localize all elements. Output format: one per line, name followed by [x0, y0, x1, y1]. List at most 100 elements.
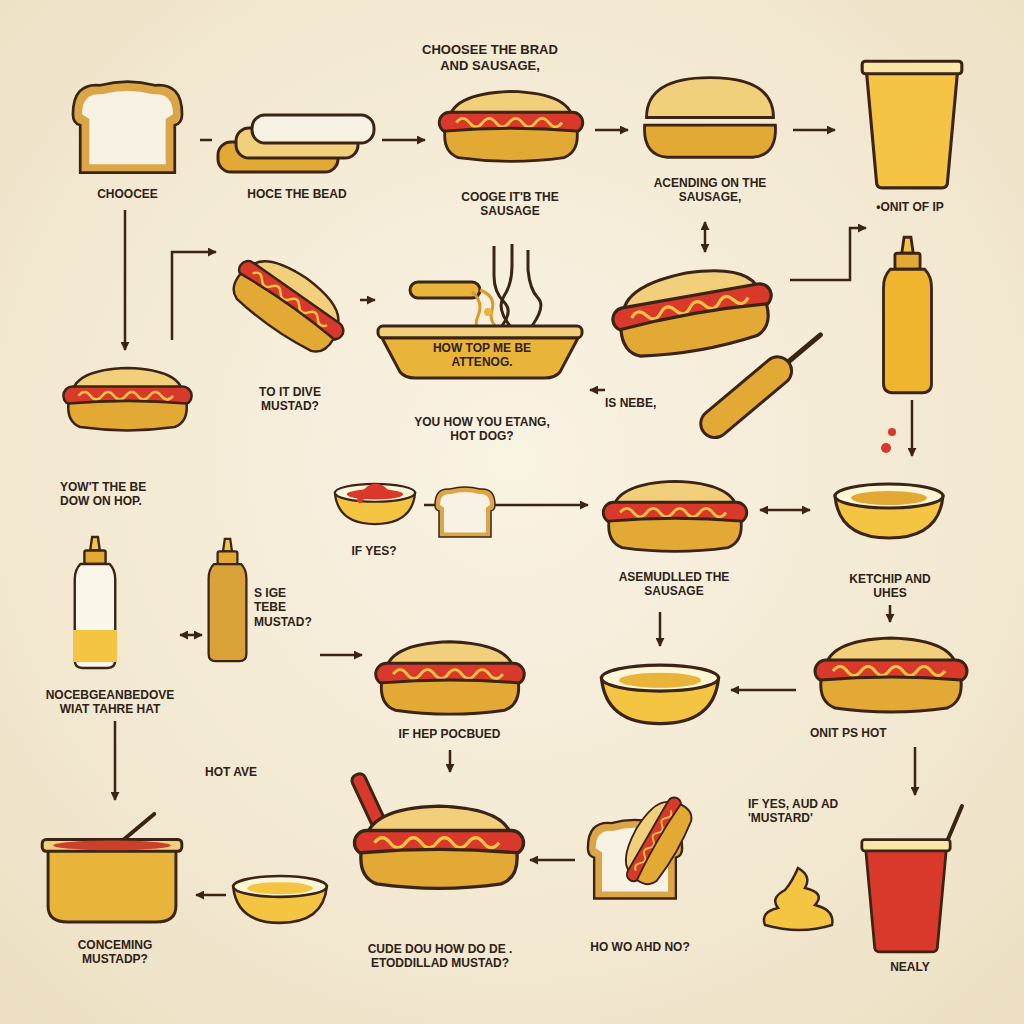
noodle: [528, 250, 541, 326]
illustration-node: S IGE TEBE MUSTAD?: [202, 528, 320, 675]
noodle-pot: [378, 244, 582, 378]
illustration-node: ASEMUDLLED THE SAUSAGE: [588, 465, 760, 605]
hot-dog: [63, 368, 191, 430]
leader-arrow: [172, 252, 216, 340]
hot-dog: [607, 259, 779, 364]
flow-arrow: [595, 129, 628, 132]
noodle: [472, 292, 486, 330]
leader-arrow: [911, 400, 914, 456]
corn-dog: [695, 324, 829, 443]
illustration-node: HOW TOP ME BE ATTENOG. YOU HOW YOU ETANG,…: [375, 235, 590, 450]
caption-text: KETCHIP AND UHES: [840, 572, 940, 601]
illustration-node: COOGE IT'B THE SAUSAGE: [425, 80, 595, 225]
caption-text: HO WO AHD NO?: [575, 940, 705, 954]
caption-text: IF HEP POCBUED: [362, 727, 537, 741]
flow-arrow: [360, 299, 375, 302]
hot-dog: [439, 91, 583, 161]
caption-text: ONIT PS HOT: [810, 726, 930, 740]
illustration-node: KETCHIP AND UHES: [810, 465, 970, 605]
caption-text: NEALY: [855, 960, 965, 974]
flow-arrow: [590, 389, 605, 392]
mustard-swirl: [764, 868, 832, 930]
caption-text: ACENDING ON THE SAUSAGE,: [650, 176, 770, 205]
mustard-bowl: [233, 876, 327, 923]
leader-arrow: [790, 228, 866, 280]
hot-dog: [376, 642, 525, 714]
noodle: [494, 246, 508, 328]
caption-text: IS NEBE,: [605, 396, 675, 410]
flow-arrow: [889, 605, 892, 622]
flow-arrow: [320, 654, 362, 657]
flow-arrow: [180, 634, 202, 637]
bun: [644, 78, 775, 158]
drop: [881, 443, 891, 453]
caption-text: HOCE THE BEAD: [212, 187, 382, 201]
corn-dog-body: [695, 351, 797, 443]
illustration-node: CHOOCEE: [55, 75, 200, 210]
ketchup-bowl: [335, 484, 415, 524]
hot-dog: [603, 481, 747, 551]
flow-arrow: [124, 210, 127, 350]
caption-text: NOCEBGEANBEDOVE WIAT TAHRE HAT: [40, 688, 180, 717]
hot-dog: [612, 788, 699, 893]
bread-slice: [435, 487, 495, 537]
caption-text: ASEMUDLLED THE SAUSAGE: [618, 570, 730, 599]
illustration-node: IS NEBE,: [605, 370, 830, 465]
illustration-node: ACENDING ON THE SAUSAGE,: [628, 68, 793, 209]
flow-arrow: [760, 509, 810, 512]
caption-text: CUDE DOU HOW DO DE . ETODDILLAD MUSTAD?: [365, 942, 515, 971]
flow-arrow: [114, 721, 117, 800]
flow-arrow: [449, 750, 452, 772]
caption-text: S IGE TEBE MUSTAD?: [254, 586, 320, 629]
mustard-bowl: [835, 484, 943, 538]
hot-dog: [222, 243, 357, 363]
caption-text: HOW TOP ME BE ATTENOG.: [422, 341, 542, 370]
illustration-node: IF YES?: [324, 462, 424, 563]
leader-arrows: [172, 222, 912, 895]
pot: [42, 814, 182, 922]
illustration-node: ONIT PS HOT: [800, 622, 980, 747]
illustration-node: TO IT DIVE MUSTAD?: [220, 240, 360, 420]
bread-slice: [73, 82, 182, 173]
tube: [410, 282, 480, 298]
note-label: IF YES, AUD AD 'MUSTARD': [748, 797, 843, 826]
illustration-node: NEALY: [855, 795, 980, 980]
caption-text: YOW'T THE BE DOW ON HOP.: [60, 480, 170, 509]
mustard-bottle: [884, 237, 932, 392]
bottle-label: [73, 630, 117, 662]
slice: [252, 115, 374, 143]
illustration-node: •ONIT OF IP: [835, 50, 985, 220]
caption-text: IF YES?: [324, 544, 424, 558]
illustration-node: CUDE DOU HOW DO DE . ETODDILLAD MUSTAD?: [345, 772, 530, 977]
illustration-node: HOCE THE BEAD: [212, 105, 382, 210]
illustration-node: CONCEMING MUSTADP?: [35, 800, 190, 975]
pot-rim: [378, 326, 582, 338]
noodle: [501, 244, 512, 326]
hot-dog: [815, 638, 967, 712]
flow-arrow: [530, 859, 575, 862]
diagram-title: CHOOSEE THE BRAD AND SAUSAGE,: [415, 42, 565, 73]
cup: [862, 840, 950, 952]
illustration-node: NOCEBGEANBEDOVE WIAT TAHRE HAT: [40, 530, 180, 721]
leader-arrow: [731, 689, 796, 692]
bread-slices: [218, 115, 374, 172]
flow-arrow: [793, 129, 835, 132]
caption-text: •ONIT OF IP: [835, 200, 985, 214]
flow-arrow: [382, 139, 425, 142]
caption-text: COOGE IT'B THE SAUSAGE: [450, 190, 570, 219]
flow-arrow: [914, 747, 917, 795]
caption-text: YOU HOW YOU ETANG, HOT DOG?: [407, 415, 557, 444]
mustard-bottle: [209, 539, 247, 661]
pot-body: [382, 338, 578, 378]
illustration-node: HO WO AHD NO?: [575, 785, 705, 960]
caption-text: TO IT DIVE MUSTAD?: [240, 385, 340, 414]
note-label: HOT AVE: [205, 765, 280, 779]
hot-dog: [354, 806, 523, 888]
caption-text: CHOOCEE: [55, 187, 200, 201]
leader-arrow: [659, 612, 662, 646]
illustration-node: YOW'T THE BE DOW ON HOP.: [55, 350, 200, 528]
leader-arrow: [196, 894, 226, 897]
mustard-bowl: [602, 665, 719, 724]
flow-arrow: [200, 139, 212, 142]
